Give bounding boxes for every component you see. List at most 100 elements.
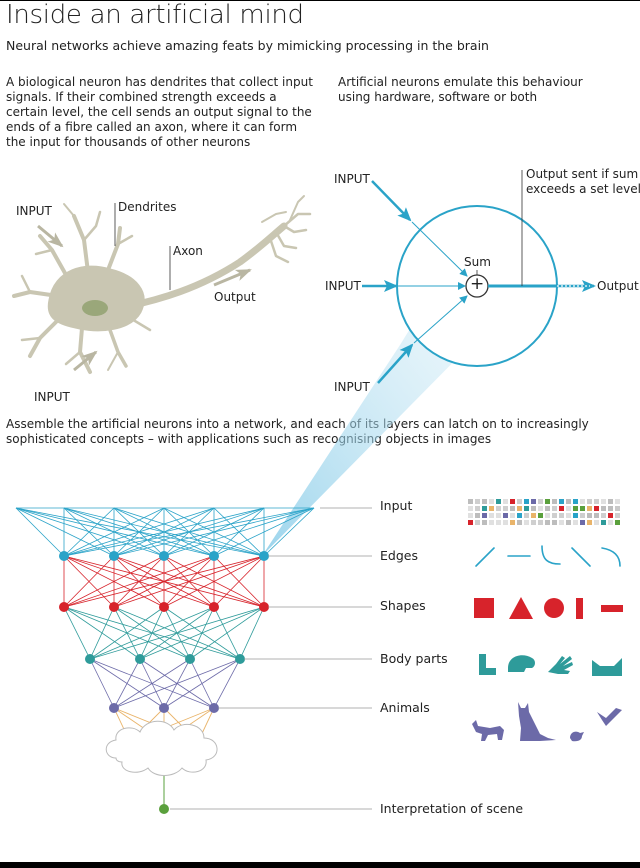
pixel-cell [524, 520, 529, 525]
pixel-cell [608, 513, 613, 518]
network-node [135, 654, 145, 664]
pixel-cell [566, 513, 571, 518]
pixel-cell [503, 513, 508, 518]
pixel-cell [468, 513, 473, 518]
top-rule [0, 0, 640, 1]
animal-icons [472, 702, 622, 742]
ears-icon [592, 658, 622, 676]
pixel-cell [608, 499, 613, 504]
pixel-cell [559, 520, 564, 525]
pixel-cell [552, 499, 557, 504]
square-icon [474, 598, 494, 618]
pixel-cell [517, 499, 522, 504]
pixel-cell [580, 513, 585, 518]
network-node [59, 602, 69, 612]
sitting-cat-icon [518, 702, 556, 741]
pixel-cell [489, 499, 494, 504]
vertical-bar-icon [576, 598, 583, 619]
network-edge [63, 507, 165, 557]
pixel-cell [608, 520, 613, 525]
layer-label-input: Input [380, 498, 413, 513]
pixel-cell [489, 520, 494, 525]
pixel-cell [580, 520, 585, 525]
pixel-cell [573, 499, 578, 504]
pixel-cell [517, 513, 522, 518]
sum-label: Sum [464, 255, 491, 269]
bio-output-label: Output [214, 290, 256, 304]
network-edge [213, 658, 241, 709]
network-node [235, 654, 245, 664]
layer-label-animals: Animals [380, 700, 430, 715]
network-node [109, 703, 119, 713]
pixel-cell [468, 499, 473, 504]
paw-icon [548, 656, 573, 674]
network-edge [63, 555, 165, 608]
pixel-cell [517, 506, 522, 511]
pixel-cell [601, 506, 606, 511]
pixel-cell [510, 499, 515, 504]
dendrites-label: Dendrites [118, 200, 177, 214]
network-node [109, 602, 119, 612]
pixel-cell [566, 520, 571, 525]
bio-input-label-bottom: INPUT [34, 390, 70, 404]
bio-output-arrow [213, 268, 252, 287]
pixel-cell [552, 520, 557, 525]
pixel-cell [503, 520, 508, 525]
nucleus [82, 300, 108, 316]
network-edge [113, 658, 241, 709]
pixel-cell [580, 506, 585, 511]
page-title: Inside an artificial mind [6, 0, 304, 30]
network-node [109, 551, 119, 561]
circle-icon [544, 598, 564, 618]
pixel-cell [559, 513, 564, 518]
ai-input-label-mid: INPUT [325, 279, 361, 293]
network-edge [213, 507, 315, 557]
pixel-cell [475, 520, 480, 525]
pixel-cell [531, 513, 536, 518]
artificial-neuron-text: Artificial neurons emulate this behaviou… [338, 75, 583, 104]
pixel-cell [559, 499, 564, 504]
layer-label-shapes: Shapes [380, 598, 426, 613]
network-node [159, 703, 169, 713]
artificial-neuron [362, 170, 596, 384]
pixel-cell [594, 513, 599, 518]
diagonal-line-icon [475, 547, 495, 567]
internal-arrow-bottom [413, 295, 468, 344]
network-edge [15, 507, 115, 557]
network-edge [63, 555, 115, 608]
pixel-cell [489, 506, 494, 511]
pixel-cell [531, 520, 536, 525]
pixel-cell [615, 513, 620, 518]
network-edge [163, 658, 241, 709]
layer-label-edges: Edges [380, 548, 418, 563]
network-edge [163, 507, 315, 557]
internal-arrow-top [411, 221, 468, 277]
layer-label-body-parts: Body parts [380, 651, 448, 666]
pixel-cell [594, 520, 599, 525]
pixel-cell [475, 513, 480, 518]
pixel-cell [482, 506, 487, 511]
pixel-cell [594, 506, 599, 511]
bio-input-label-top: INPUT [16, 204, 52, 218]
curve-icon [541, 545, 561, 565]
biological-neuron [12, 195, 312, 374]
pixel-cell [573, 520, 578, 525]
bird-icon [597, 708, 622, 726]
network-edge [15, 507, 65, 557]
network-edge [63, 606, 91, 660]
network-node [209, 602, 219, 612]
pixel-cell [524, 499, 529, 504]
biological-neuron-text: A biological neuron has dendrites that c… [6, 75, 313, 149]
pixel-cell [475, 506, 480, 511]
pixel-cell [517, 520, 522, 525]
pixel-cell [468, 520, 473, 525]
network-edge [113, 507, 315, 557]
mouse-icon [570, 731, 584, 742]
network-edge [163, 555, 265, 608]
pixel-cell [482, 520, 487, 525]
bottom-rule [0, 862, 640, 868]
pixel-cell [573, 506, 578, 511]
pixel-cell [545, 513, 550, 518]
network-edge [63, 507, 315, 557]
triangle-icon [509, 597, 533, 619]
